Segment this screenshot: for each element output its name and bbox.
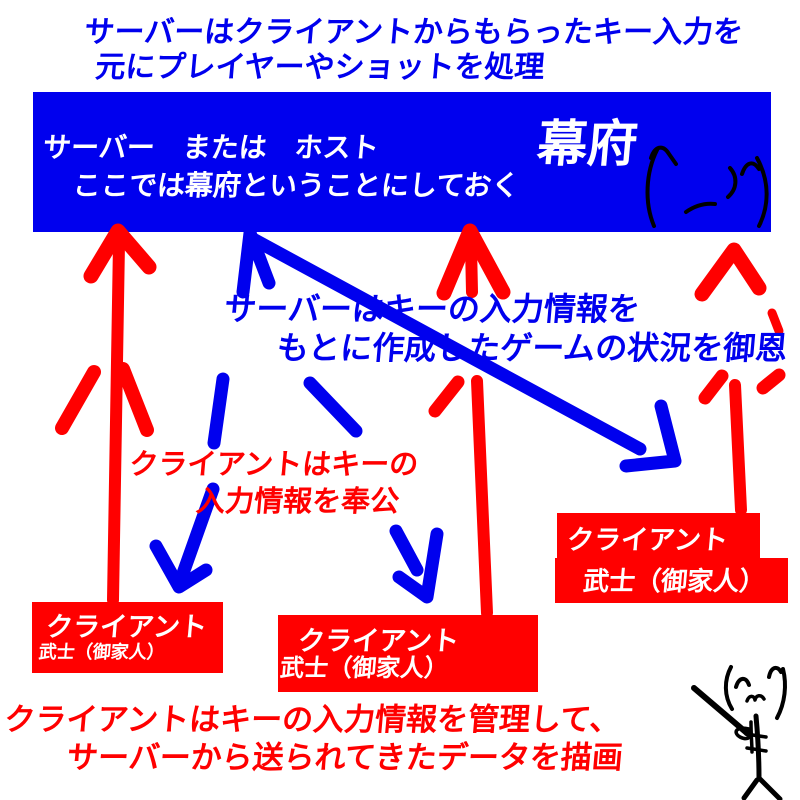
client-box-right-bottom xyxy=(555,558,788,603)
client-middle-subtitle: 武士（御家人） xyxy=(279,654,450,682)
client-box-left: クライアント 武士（御家人） xyxy=(32,602,223,673)
footer-note: クライアントはキーの入力情報を管理して、 サーバーから送られてきたデータを描画 xyxy=(0,701,628,777)
server-box: サーバー または ホスト 幕府 ここでは幕府ということにしておく xyxy=(33,92,771,232)
footer-line1: クライアントはキーの入力情報を管理して、 xyxy=(2,702,623,738)
page-title: サーバーはクライアントからもらったキー入力を 元にプレイヤーやショットを処理 xyxy=(80,15,745,85)
server-note-label: ここでは幕府ということにしておく xyxy=(71,169,521,202)
client-box-right-top xyxy=(557,513,760,558)
server-note-line2: もとに作成したゲームの状況を御恩 xyxy=(275,329,789,367)
server-to-client-note: サーバーはキーの入力情報を もとに作成したゲームの状況を御恩 xyxy=(219,290,792,368)
red-arrow-middle xyxy=(428,223,511,619)
red-arrow-right xyxy=(694,242,786,516)
stick-figure-icon xyxy=(691,665,787,800)
red-arrow-left xyxy=(55,223,157,606)
footer-line2: サーバーから送られてきたデータを描画 xyxy=(65,740,625,776)
server-big-label: 幕府 xyxy=(534,115,641,173)
client-note-line1: クライアントはキーの xyxy=(127,447,420,481)
server-note-line1: サーバーはキーの入力情報を xyxy=(222,290,642,328)
client-left-subtitle: 武士（御家人） xyxy=(37,642,166,663)
client-right-title: クライアント xyxy=(565,525,730,556)
client-note-line2: 入力情報を奉公 xyxy=(194,484,401,518)
title-line1: サーバーはクライアントからもらったキー入力を xyxy=(82,15,745,50)
client-box-middle: クライアント 武士（御家人） xyxy=(278,615,538,692)
client-to-server-note: クライアントはキーの 入力情報を奉公 xyxy=(125,446,420,520)
server-name-label: サーバー または ホスト xyxy=(41,131,381,164)
client-right-subtitle: 武士（御家人） xyxy=(581,567,767,597)
title-line2: 元にプレイヤーやショットを処理 xyxy=(93,50,547,85)
